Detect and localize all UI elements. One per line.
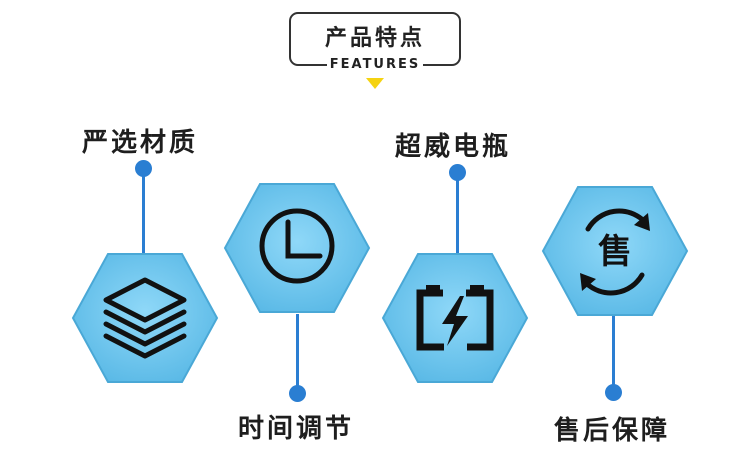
connector-line [612, 316, 615, 388]
connector-dot [135, 160, 152, 177]
connector-line [296, 314, 299, 390]
connector-dot [289, 385, 306, 402]
feature-label-materials: 严选材质 [82, 128, 199, 158]
connector-dot [449, 164, 466, 181]
connector-dot [605, 384, 622, 401]
layers-icon [103, 277, 187, 359]
feature-hex-materials [71, 253, 219, 383]
section-subtitle: FEATURES [327, 56, 423, 74]
down-arrow-icon [366, 78, 384, 89]
feature-label-time: 时间调节 [238, 414, 355, 444]
feature-label-after-sales: 售后保障 [554, 416, 671, 446]
after-sales-icon-char: 售 [598, 232, 632, 272]
feature-hex-after-sales: 售 [541, 186, 689, 316]
section-title: 产品特点 [324, 26, 425, 51]
connector-line [456, 179, 459, 254]
after-sales-cycle-icon [580, 208, 650, 296]
clock-icon [259, 208, 335, 284]
feature-hex-time [223, 183, 371, 313]
battery-icon [416, 285, 494, 351]
feature-label-battery: 超威电瓶 [395, 132, 512, 162]
feature-hex-battery [381, 253, 529, 383]
connector-line [142, 175, 145, 255]
